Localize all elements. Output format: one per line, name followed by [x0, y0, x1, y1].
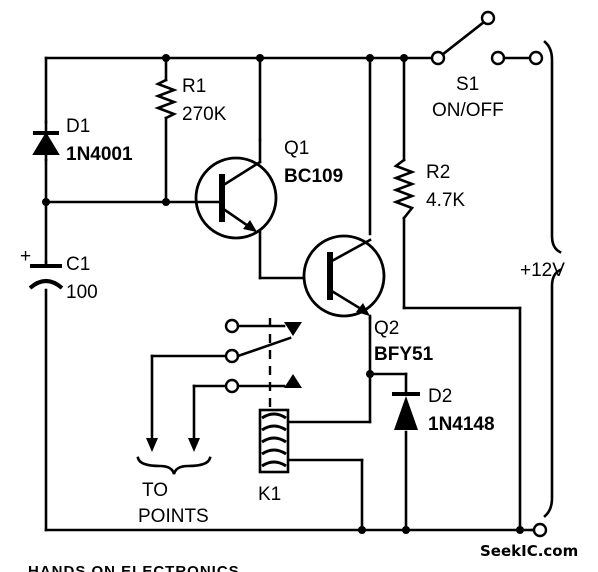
- supply-label: +12V: [520, 260, 565, 281]
- contact-no-arrow: [284, 322, 302, 336]
- points-brace: [136, 456, 212, 475]
- q1-value: BC109: [284, 166, 343, 187]
- q1-collector-lead: [220, 160, 262, 188]
- junction-dot: [162, 198, 170, 206]
- diode-d2-body: [394, 396, 418, 430]
- points-label-line2: POINTS: [138, 506, 209, 527]
- r2-ref: R2: [426, 162, 450, 183]
- c1-value: 100: [66, 282, 98, 303]
- resistor-r1: [154, 78, 178, 120]
- points-arrow-right: [188, 438, 200, 452]
- capacitor-c1: [28, 260, 64, 290]
- junction-dot: [256, 54, 264, 62]
- d2-ref: D2: [428, 386, 452, 407]
- relay-k1: [258, 318, 290, 474]
- r1-value: 270K: [182, 104, 227, 125]
- switch-pivot: [430, 50, 446, 66]
- d1-value: 1N4001: [66, 144, 133, 165]
- resistor-r2: [392, 158, 416, 220]
- terminal-negative: [532, 522, 548, 538]
- points-label-line1: TO: [142, 480, 168, 501]
- junction-dot: [358, 526, 366, 534]
- r1-ref: R1: [182, 76, 206, 97]
- c1-ref: C1: [66, 254, 90, 275]
- relay-contacts: [224, 318, 302, 394]
- q1-emitter-arrow: [243, 220, 257, 232]
- k1-ref: K1: [258, 484, 281, 505]
- s1-ref: S1: [456, 74, 479, 95]
- diode-d1-body: [32, 132, 60, 155]
- contact-nc-arrow: [284, 374, 302, 388]
- points-connector: [136, 438, 212, 475]
- junction-dot: [516, 526, 524, 534]
- transistor-q2: [302, 234, 386, 320]
- contact-nc: [224, 378, 240, 394]
- junction-dot: [42, 198, 50, 206]
- supply-12v: [530, 40, 562, 538]
- switch-tip: [480, 10, 496, 26]
- watermark: SeekIC.com: [480, 542, 578, 560]
- q2-ref: Q2: [374, 318, 399, 339]
- s1-value: ON/OFF: [432, 100, 504, 121]
- terminal-positive: [528, 50, 544, 66]
- source-credit: HANDS ON ELECTRONICS: [28, 563, 240, 572]
- q2-value: BFY51: [374, 344, 434, 365]
- supply-brace-bottom: [543, 268, 562, 518]
- d1-ref: D1: [66, 116, 90, 137]
- junction-dot: [366, 370, 374, 378]
- q2-envelope: [302, 234, 386, 318]
- c1-polarity: +: [20, 246, 31, 267]
- relay-coil-winding: [261, 412, 287, 468]
- junction-dot: [162, 54, 170, 62]
- r2-value: 4.7K: [426, 190, 465, 211]
- q1-envelope: [194, 156, 278, 240]
- supply-brace-top: [543, 40, 562, 254]
- junction-dot: [402, 526, 410, 534]
- contact-blade: [236, 336, 292, 358]
- junction-dot: [366, 54, 374, 62]
- switch-contact: [490, 50, 506, 66]
- diode-d1: [32, 120, 60, 162]
- switch-lever: [436, 20, 486, 60]
- switch-s1: [430, 10, 544, 66]
- points-arrow-left: [146, 438, 158, 452]
- capacitor-plate-bottom: [28, 279, 64, 290]
- diode-d2: [392, 392, 420, 430]
- q2-collector-lead: [328, 238, 372, 264]
- contact-no: [224, 318, 240, 334]
- d2-value: 1N4148: [428, 414, 495, 435]
- junction-dot: [400, 54, 408, 62]
- contact-common: [224, 348, 240, 364]
- q1-ref: Q1: [284, 138, 309, 159]
- junction-dots: [42, 54, 524, 534]
- transistor-q1: [194, 138, 278, 240]
- q2-emitter-arrow: [356, 303, 370, 316]
